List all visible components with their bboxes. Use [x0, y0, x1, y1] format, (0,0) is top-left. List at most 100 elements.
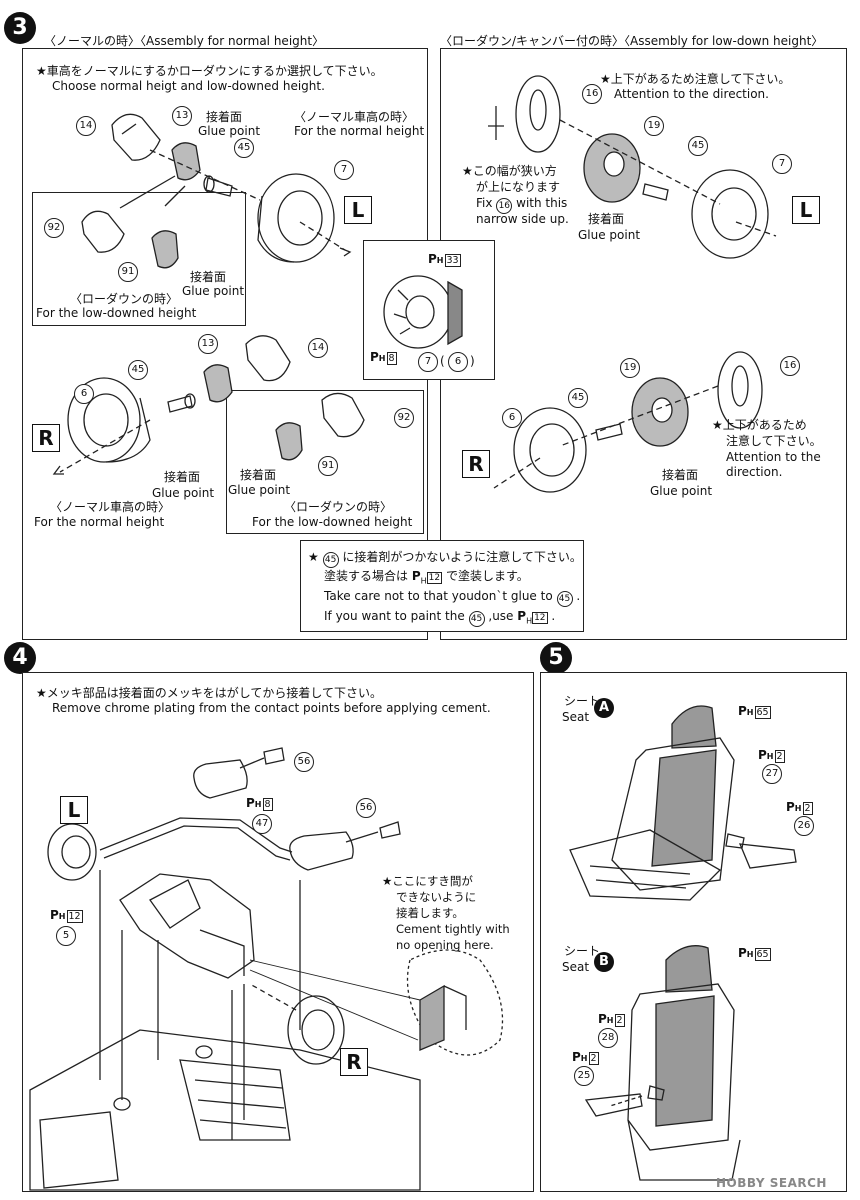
part-19-callout-a: 19 — [644, 116, 664, 136]
glue-label-en-6: Glue point — [650, 484, 713, 498]
seat-a-badge: A — [594, 698, 614, 718]
glue-label-en-4: Glue point — [228, 483, 291, 497]
part-91-callout-a: 91 — [118, 262, 138, 282]
caution-star: ★ — [308, 550, 319, 564]
glue-label-jp-1: 接着面 — [206, 110, 243, 124]
step-5-number: 5 — [540, 642, 572, 674]
part-45-caution-3: 45 — [468, 611, 485, 627]
step-4-number: 4 — [4, 642, 36, 674]
lowdown-jp-2: 〈ローダウンの時〉 — [284, 500, 393, 514]
part-45-caution-2: 45 — [556, 591, 573, 607]
label-R-step3: R — [32, 424, 60, 452]
part-45-caution-1: 45 — [322, 552, 339, 568]
part-56-callout-b: 56 — [356, 798, 376, 818]
part-91-callout-b: 91 — [318, 456, 338, 476]
normal-height-jp-1: 〈ノーマル車高の時〉 — [294, 110, 415, 124]
glue-label-en-1: Glue point — [198, 124, 261, 138]
narrow-note-jp-1: ★この幅が狭い方 — [462, 164, 557, 178]
label-R-step4: R — [340, 1048, 368, 1076]
part-13-callout-a: 13 — [172, 106, 192, 126]
caution-jp-text-1: に接着剤がつかないように注意して下さい。 — [342, 550, 582, 564]
gap-note-jp-1: ★ここにすき間が — [382, 874, 473, 888]
part-7-callout-a: 7 — [334, 160, 354, 180]
part-16-inline: 16 — [496, 198, 513, 214]
gap-note-en-1: Cement tightly with — [396, 922, 510, 936]
seat-b-label-en: Seat — [562, 960, 590, 974]
glue-label-jp-5: 接着面 — [588, 212, 625, 226]
gap-note-jp-3: 接着します。 — [396, 906, 464, 920]
narrow-note-jp-2: が上になります — [476, 180, 561, 194]
part-27-callout: 27 — [762, 764, 782, 784]
glue-label-jp-4: 接着面 — [240, 468, 277, 482]
part-5-callout: 5 — [56, 926, 76, 946]
dir2-en-1: Attention to the — [726, 450, 821, 464]
part-45-callout-b: 45 — [128, 360, 148, 380]
narrow-note-en-3: narrow side up. — [476, 212, 569, 226]
caution-en-text-1: Take care not to that youdon`t glue to — [324, 589, 553, 603]
label-L-lowdown: L — [792, 196, 820, 224]
narrow-fix-text: Fix — [476, 196, 493, 210]
caution-en-text-2b: ,use — [488, 609, 514, 623]
lowdown-en-1: For the low-downed height — [36, 306, 197, 320]
part-6-detail: 6 — [448, 352, 468, 372]
seat-a-label-jp: シート — [564, 694, 601, 708]
narrow-note-en-1: Fix 16 with this — [476, 196, 568, 214]
caution-en-dot-1: . — [576, 589, 581, 603]
gap-note-en-2: no opening here. — [396, 938, 494, 952]
part-13-callout-b: 13 — [198, 334, 218, 354]
part-28-callout: 28 — [598, 1028, 618, 1048]
part-6-callout-a: 6 — [74, 384, 94, 404]
part-16-callout-b: 16 — [780, 356, 800, 376]
part-45-callout-d: 45 — [568, 388, 588, 408]
step4-note-jp: ★メッキ部品は接着面のメッキをはがしてから接着して下さい。 — [36, 686, 383, 700]
normal-height-jp-2: 〈ノーマル車高の時〉 — [50, 500, 171, 514]
step4-panel — [22, 672, 534, 1192]
glue-label-en-5: Glue point — [578, 228, 641, 242]
part-16-callout-a: 16 — [582, 84, 602, 104]
step3-lowdown-subbox-top — [32, 192, 246, 326]
direction-note-jp: ★上下があるため注意して下さい。 — [600, 72, 791, 86]
part-14-callout-a: 14 — [76, 116, 96, 136]
seat-b-label-jp: シート — [564, 944, 601, 958]
part-45-callout-a: 45 — [234, 138, 254, 158]
label-R-lowdown: R — [462, 450, 490, 478]
part-56-callout-a: 56 — [294, 752, 314, 772]
label-L-step4: L — [60, 796, 88, 824]
lowdown-en-2: For the low-downed height — [252, 515, 413, 529]
label-L-step3: L — [344, 196, 372, 224]
glue-label-jp-2: 接着面 — [190, 270, 227, 284]
watermark-hobby-search: HOBBY SEARCH — [716, 1176, 827, 1190]
caution-jp-text-2a: 塗装する場合は — [324, 569, 409, 583]
caution-box — [300, 540, 584, 632]
step3-header-normal: 〈ノーマルの時〉〈Assembly for normal height〉 — [44, 34, 325, 48]
part-47-callout: 47 — [252, 814, 272, 834]
part-92-callout-b: 92 — [394, 408, 414, 428]
detail-paren-close: ) — [470, 354, 475, 368]
glue-label-en-3: Glue point — [152, 486, 215, 500]
caution-en-text-2a: If you want to paint the — [324, 609, 465, 623]
part-7-detail: 7 — [418, 352, 438, 372]
step4-note-en: Remove chrome plating from the contact p… — [52, 701, 491, 715]
part-14-callout-b: 14 — [308, 338, 328, 358]
direction-note-en: Attention to the direction. — [614, 87, 769, 101]
detail-paren-open: ( — [440, 354, 445, 368]
gap-note-jp-2: できないように — [396, 890, 477, 904]
part-6-callout-b: 6 — [502, 408, 522, 428]
narrow-with-this-text: with this — [516, 196, 568, 210]
lowdown-jp-1: 〈ローダウンの時〉 — [70, 292, 179, 306]
part-7-callout-b: 7 — [772, 154, 792, 174]
caution-line-3: Take care not to that youdon`t glue to 4… — [324, 589, 581, 607]
part-19-callout-b: 19 — [620, 358, 640, 378]
